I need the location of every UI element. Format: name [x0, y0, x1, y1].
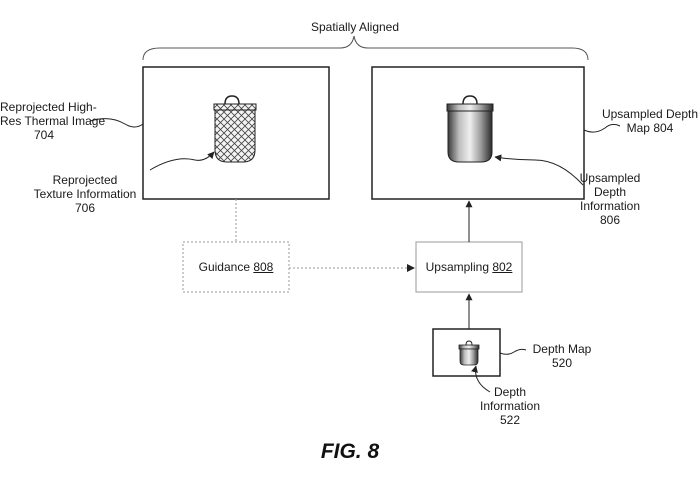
depth-info-leader: [471, 365, 491, 393]
upsampled-map-line2: Map 804: [626, 121, 674, 135]
thermal-label-leader: [89, 118, 144, 128]
texture-info-line2: Texture Information: [33, 187, 137, 201]
thermal-image-label-line1: Reprojected High-: [0, 100, 97, 114]
texture-info-ref: 706: [74, 201, 96, 215]
guidance-ref: 808: [253, 260, 274, 274]
depth-map-frame: [432, 328, 501, 377]
upsampling-box: Upsampling 802: [416, 242, 522, 292]
upsampled-info-leader: [494, 154, 584, 186]
upsampled-map-line1: Upsampled Depth: [601, 107, 699, 121]
depth-info-line1: Depth: [493, 385, 527, 399]
upsampled-info-line2: Depth: [593, 185, 627, 199]
guidance-box-frame: [182, 241, 290, 293]
upsampled-info-line3: Information: [579, 199, 641, 213]
thermal-image-label-line2: Res Thermal Image: [0, 114, 106, 128]
figure-caption: FIG. 8: [320, 440, 380, 463]
upsampling-ref: 802: [492, 260, 513, 274]
depth-info-line2: Information: [479, 399, 541, 413]
upsampled-info-label: Upsampled Depth Information 806: [575, 171, 645, 227]
depth-map-line1: Depth Map: [532, 342, 592, 356]
upsampling-label: Upsampling: [425, 260, 493, 274]
small-pot-icon: [458, 340, 480, 366]
depth-info-ref: 522: [499, 413, 521, 427]
upsampled-info-line1: Upsampled: [579, 171, 641, 185]
depth-map-label: Depth Map 520: [522, 342, 602, 370]
thermal-image-ref: 704: [33, 128, 55, 142]
upsampled-map-label: Upsampled Depth Map 804: [600, 107, 700, 135]
texture-info-label: Reprojected Texture Information 706: [20, 173, 150, 215]
guidance-label: Guidance: [198, 260, 254, 274]
upsampled-info-ref: 806: [599, 213, 621, 227]
depth-info-label: Depth Information 522: [470, 385, 550, 427]
texture-info-leader: [149, 151, 215, 171]
depth-map-leader: [499, 348, 527, 355]
shaded-pot-icon: [446, 95, 494, 163]
upsampled-map-leader: [583, 123, 621, 133]
thermal-image-label: Reprojected High- Res Thermal Image 704: [0, 100, 106, 142]
depth-map-ref: 520: [551, 356, 573, 370]
hatched-pot-icon: [213, 95, 257, 163]
spatially-aligned-label: Spatially Aligned: [310, 20, 400, 34]
upsampled-depth-map-frame: [371, 66, 585, 200]
guidance-box: Guidance 808: [183, 242, 289, 292]
texture-info-line1: Reprojected: [52, 173, 118, 187]
spatially-aligned-bracket: [142, 35, 589, 61]
